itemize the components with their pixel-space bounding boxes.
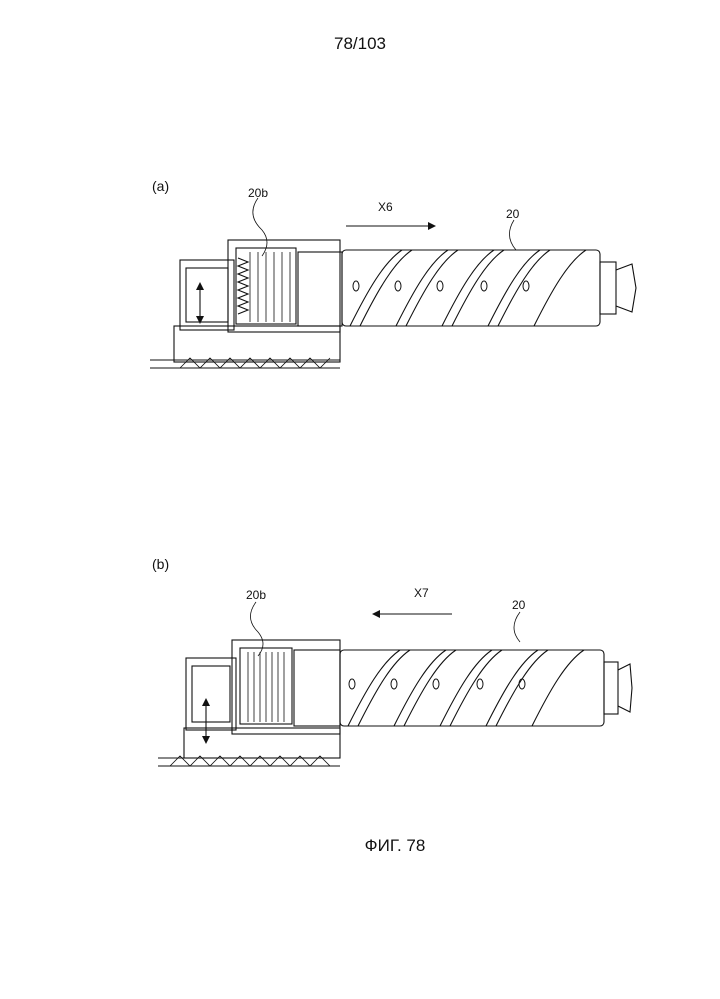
figure-a-drawing [0,190,720,410]
figure-caption: ФИГ. 78 [0,836,720,856]
page-number: 78/103 [0,34,720,54]
panel-b-label: (b) [152,556,169,572]
figure-b-drawing [0,590,720,800]
